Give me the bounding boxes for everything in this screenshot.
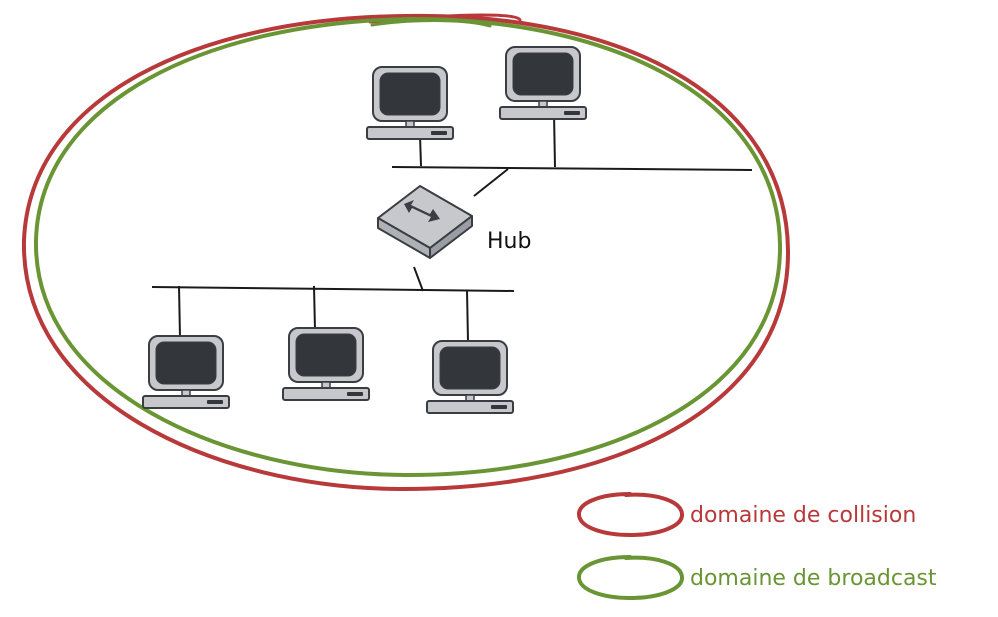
legend-label-collision: domaine de collision <box>690 503 916 528</box>
hub-upper-link <box>473 168 509 197</box>
legend-item-collision: domaine de collision <box>577 492 916 538</box>
legend-label-broadcast: domaine de broadcast <box>690 566 937 591</box>
upper-bus-line <box>391 166 753 171</box>
broadcast-domain-ellipse <box>33 16 783 478</box>
hub-icon <box>377 185 473 259</box>
computer-icon <box>142 335 230 409</box>
upper-drop-line-1 <box>419 134 422 167</box>
computer-icon <box>366 66 454 140</box>
legend-item-broadcast: domaine de broadcast <box>577 555 937 601</box>
computer-icon <box>499 46 587 120</box>
lower-drop-line-1 <box>178 285 181 339</box>
hub-lower-link <box>413 266 424 292</box>
lower-drop-line-2 <box>313 285 316 331</box>
computer-icon <box>282 327 370 401</box>
legend-swatch-broadcast <box>577 555 684 601</box>
legend: domaine de collision domaine de broadcas… <box>577 492 937 601</box>
lower-bus-line <box>151 286 515 292</box>
hub-label: Hub <box>487 229 531 254</box>
computer-icon <box>426 340 514 414</box>
upper-drop-line-2 <box>553 112 556 168</box>
legend-swatch-collision <box>577 492 684 538</box>
lower-drop-line-3 <box>466 289 469 343</box>
